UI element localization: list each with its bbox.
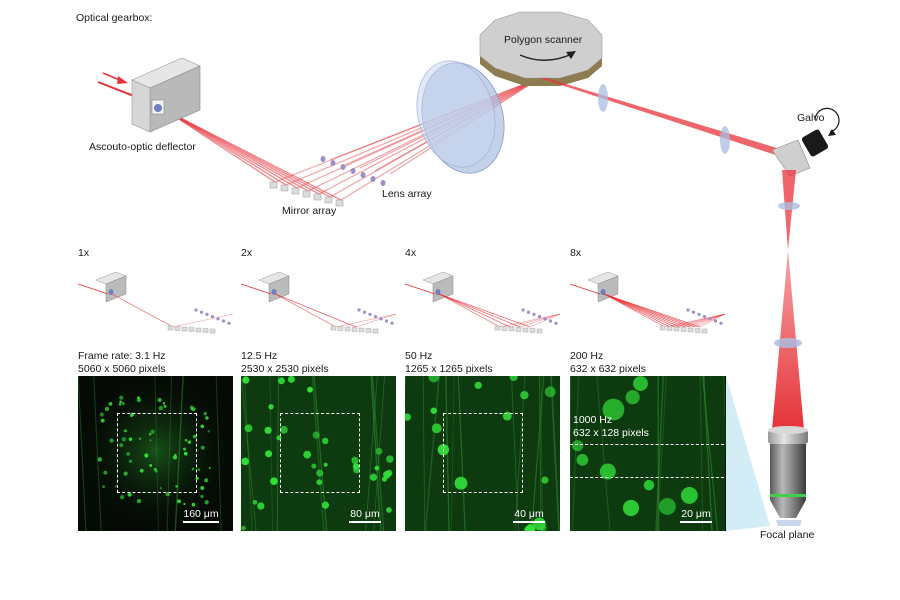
- subframe-region: [570, 444, 724, 478]
- vertical-beam: [772, 170, 804, 430]
- scale-bar-8x: 20 μm: [680, 508, 712, 523]
- polygon-scanner: [479, 11, 603, 86]
- figure-title: Optical gearbox:: [76, 12, 153, 24]
- mirror-array-blocks: [269, 181, 344, 207]
- panel-rate-4x: 50 Hz: [405, 350, 433, 362]
- scale-bar-text-8x: 20 μm: [681, 508, 711, 520]
- relay-beam: [540, 78, 790, 158]
- scale-bar-2x: 80 μm: [349, 508, 381, 523]
- micrograph-4x: 40 μm: [405, 376, 560, 531]
- panel-rate-1x: Frame rate: 3.1 Hz: [78, 350, 166, 362]
- aod-label: Ascouto-optic deflector: [89, 141, 196, 153]
- mirror-array-label: Mirror array: [282, 205, 337, 217]
- zoom-mini-diagrams: [77, 271, 726, 334]
- panel-pixels-4x: 1265 x 1265 pixels: [405, 363, 493, 375]
- objective-field-wedge: [726, 376, 770, 531]
- zoom-region-2x: [280, 413, 360, 493]
- mini-path-3: [404, 271, 561, 334]
- aod-device: [131, 57, 201, 133]
- scan-lens: [416, 60, 505, 174]
- panel-pixels-1x: 5060 x 5060 pixels: [78, 363, 166, 375]
- panel-pixels-8x: 632 x 632 pixels: [570, 363, 646, 375]
- zoom-label-8x: 8x: [570, 247, 582, 259]
- scale-bar-1x: 160 μm: [183, 508, 219, 523]
- subframe-pixels: 632 x 128 pixels: [573, 427, 649, 439]
- galvo-mirror: [771, 107, 840, 177]
- panel-rate-2x: 12.5 Hz: [241, 350, 278, 362]
- scale-bar-4x: 40 μm: [513, 508, 545, 523]
- scale-bar-text-2x: 80 μm: [350, 508, 380, 520]
- micrograph-8x: 1000 Hz 632 x 128 pixels 20 μm: [570, 376, 726, 531]
- focal-plane-label: Focal plane: [760, 529, 815, 541]
- subframe-rate: 1000 Hz: [573, 414, 613, 426]
- zoom-label-4x: 4x: [405, 247, 417, 259]
- polygon-scanner-label: Polygon scanner: [504, 34, 583, 46]
- zoom-region-4x: [443, 413, 523, 493]
- lens-array-elements: [320, 156, 386, 186]
- micrograph-2x: 80 μm: [241, 376, 396, 531]
- lens-array-label: Lens array: [382, 188, 432, 200]
- mini-path-1: [77, 271, 234, 334]
- scale-bar-text-4x: 40 μm: [514, 508, 544, 520]
- zoom-label-1x: 1x: [78, 247, 90, 259]
- zoom-label-2x: 2x: [241, 247, 253, 259]
- aod-fan-beams: [164, 109, 342, 201]
- panel-pixels-2x: 2530 x 2530 pixels: [241, 363, 329, 375]
- scale-bar-text-1x: 160 μm: [183, 508, 219, 520]
- mini-path-2: [240, 271, 397, 334]
- zoom-region-1x: [117, 413, 197, 493]
- objective-lens: [768, 426, 808, 526]
- panel-rate-8x: 200 Hz: [570, 350, 604, 362]
- mini-path-4: [569, 271, 726, 334]
- galvo-label: Galvo: [797, 112, 825, 124]
